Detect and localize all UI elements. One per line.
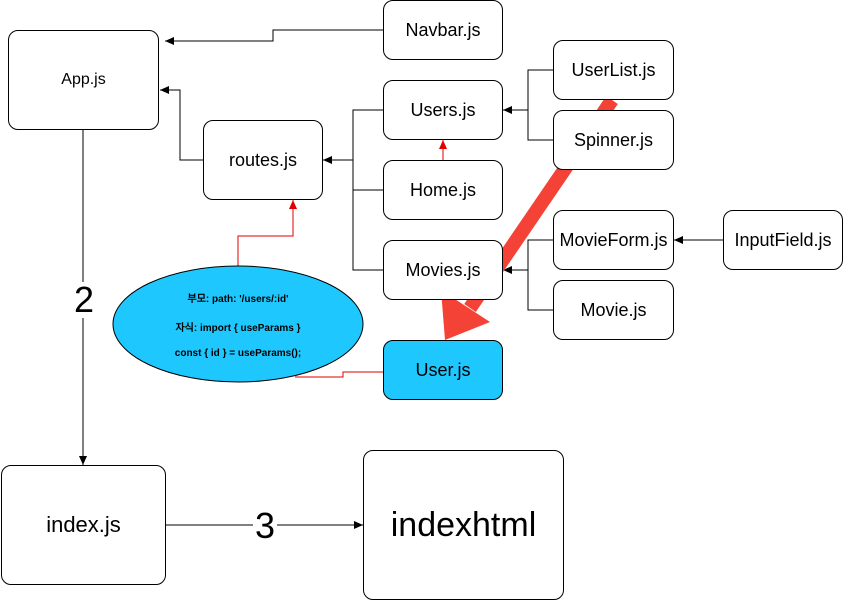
edge-note-routes-red: [237, 200, 297, 266]
node-inputfield[interactable]: InputField.js: [723, 210, 843, 270]
node-movieform[interactable]: MovieForm.js: [553, 210, 674, 270]
node-user[interactable]: User.js: [383, 340, 503, 400]
node-app[interactable]: App.js: [8, 30, 159, 130]
node-index[interactable]: index.js: [1, 465, 166, 585]
node-spinner[interactable]: Spinner.js: [553, 110, 674, 170]
note-text: 부모: path: '/users/:id' 자식: import { useP…: [113, 266, 363, 382]
note-line-1: 부모: path: '/users/:id': [187, 293, 289, 305]
node-movies[interactable]: Movies.js: [383, 240, 503, 300]
note-line-3: const { id } = useParams();: [174, 347, 302, 359]
node-users[interactable]: Users.js: [383, 80, 503, 140]
edge-movieform-movies: [527, 239, 553, 311]
edge-navbar-app: [165, 29, 383, 45]
node-routes[interactable]: routes.js: [203, 120, 323, 200]
edge-label-app-index: 2: [72, 279, 97, 320]
node-userlist[interactable]: UserList.js: [553, 40, 674, 100]
edge-userlist-users: [527, 69, 553, 141]
node-navbar[interactable]: Navbar.js: [383, 0, 503, 60]
node-home[interactable]: Home.js: [383, 160, 503, 220]
node-indexhtml[interactable]: indexhtml: [363, 450, 564, 600]
edge-routes-app: [160, 86, 203, 161]
edge-label-index-html: 3: [253, 505, 278, 546]
node-movie[interactable]: Movie.js: [553, 280, 674, 340]
node-index-label: index.js: [46, 512, 121, 537]
edge-user-note-red: [295, 371, 383, 378]
note-line-2: 자식: import { useParams }: [175, 322, 301, 334]
note-ellipse: [112, 265, 364, 383]
